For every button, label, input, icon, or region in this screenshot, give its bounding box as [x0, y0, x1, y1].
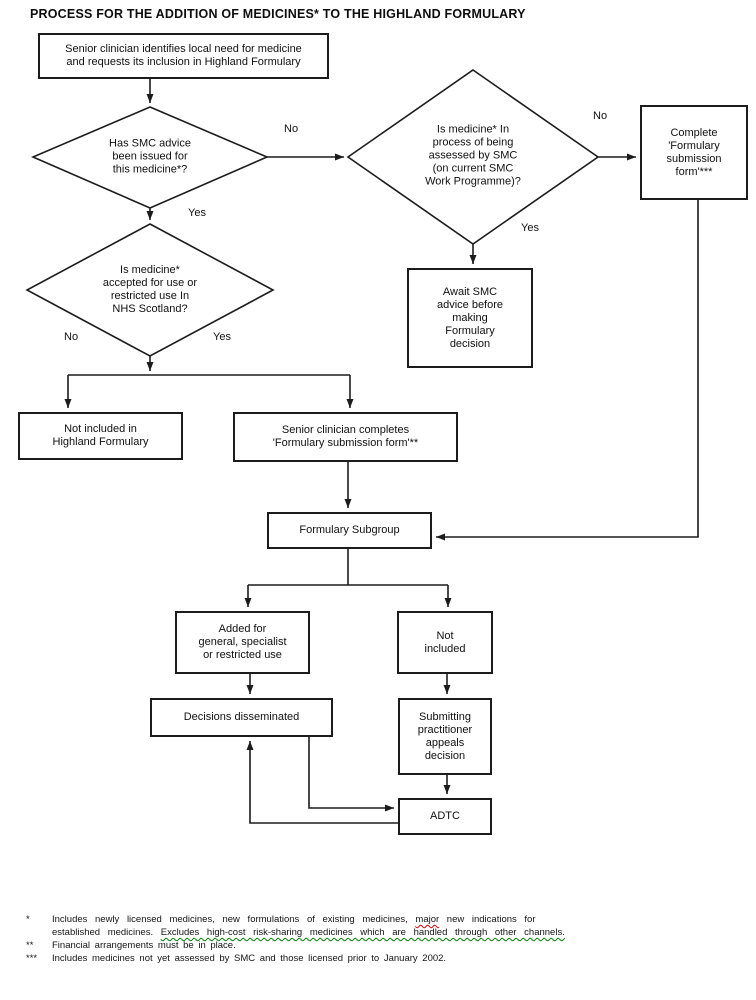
footnote-2-marker: **	[26, 940, 34, 951]
text-line: Senior clinician completes	[281, 424, 410, 436]
edge-label-d2-yes: Yes	[521, 222, 539, 234]
edge-label-d1-yes: Yes	[188, 207, 206, 219]
footnote-3-text: Includes medicines not yet assessed by S…	[52, 953, 447, 964]
text-line: Is medicine* In	[436, 123, 510, 136]
text-line: 'Formulary submission form'**	[272, 437, 419, 449]
edge-decisions-to-adtc	[308, 737, 394, 812]
footnote-1-line1: Includes newly licensed medicines, new f…	[52, 914, 536, 925]
text-line: 'Formulary	[668, 139, 720, 152]
footnote-1-text: Includes newly licensed medicines, new f…	[52, 913, 686, 939]
footnote-1-line2-a: established medicines.	[52, 927, 161, 938]
edge-label-d3-no: No	[64, 331, 79, 343]
node-start: Senior clinician identifies local need f…	[38, 33, 329, 79]
text-line: Work Programme)?	[425, 175, 521, 188]
node-formulary-subgroup: Formulary Subgroup	[267, 512, 432, 549]
edge-adtc-to-decisions	[246, 741, 398, 824]
text-line: assessed by SMC	[428, 149, 518, 162]
page-title: PROCESS FOR THE ADDITION OF MEDICINES* T…	[30, 7, 526, 21]
text-line: and requests its inclusion in Highland F…	[66, 56, 301, 68]
text-line: submission	[666, 152, 722, 165]
text-line: accepted for use or	[102, 277, 198, 289]
text-line: Decisions disseminated	[183, 711, 300, 723]
edge-label-d1-no: No	[284, 123, 299, 135]
text-line: (on current SMC	[432, 162, 514, 175]
text-line: advice before	[436, 298, 504, 311]
footnote-3: *** Includes medicines not yet assessed …	[26, 952, 686, 965]
text-line: been issued for	[112, 150, 188, 163]
text-line: Not included in	[64, 423, 137, 435]
text-line: general, specialist	[198, 636, 287, 648]
edge-complete-to-subgroup	[436, 200, 699, 541]
text-line: Not	[436, 629, 454, 642]
text-line: Is medicine*	[120, 264, 180, 276]
text-line: Complete	[670, 126, 718, 139]
text-line: NHS Scotland?	[112, 303, 188, 315]
text-line: making	[452, 311, 488, 324]
footnotes: * Includes newly licensed medicines, new…	[26, 913, 686, 965]
text-line: form'***	[675, 165, 713, 178]
text-line: practitioner	[417, 723, 473, 736]
text-line: appeals	[425, 736, 465, 749]
footnote-1-marker: *	[26, 914, 30, 925]
text-line: or restricted use	[203, 649, 282, 661]
footnote-3-marker: ***	[26, 953, 38, 964]
footnote-1-line1-a: Includes newly licensed medicines, new f…	[52, 914, 416, 925]
edge-label-d2-no: No	[593, 110, 608, 122]
footnote-1-line1-b: new indications for	[439, 914, 536, 925]
text-line: Formulary	[445, 324, 495, 337]
footnote-2: ** Financial arrangements must be in pla…	[26, 939, 686, 952]
footnote-1: * Includes newly licensed medicines, new…	[26, 913, 686, 939]
text-line: Await SMC	[442, 285, 498, 298]
text-line: this medicine*?	[112, 163, 188, 176]
footnote-1-misspelling: major	[415, 914, 440, 925]
node-decisions-disseminated: Decisions disseminated	[150, 698, 333, 737]
text-line: Has SMC advice	[109, 137, 191, 150]
text-line: Highland Formulary	[52, 436, 149, 448]
footnote-1-line2: established medicines. Excludes high-cos…	[52, 927, 565, 938]
text-line: Submitting	[419, 710, 471, 723]
node-senior-completes: Senior clinician completes'Formulary sub…	[233, 412, 458, 462]
footnote-1-grammar-flag: Excludes high-cost risk-sharing medicine…	[160, 927, 565, 938]
text-line: process of being	[432, 136, 514, 149]
text-line: decision	[449, 337, 491, 350]
text-line: included	[424, 642, 466, 655]
text-line: ADTC	[430, 810, 460, 822]
text-line: decision	[424, 749, 466, 762]
footnote-2-text: Financial arrangements must be in place.	[52, 940, 236, 951]
text-line: Formulary Subgroup	[299, 524, 400, 536]
edge-label-d3-yes: Yes	[213, 331, 231, 343]
text-line: Senior clinician identifies local need f…	[65, 43, 302, 55]
text-line: Added for	[218, 623, 267, 635]
text-line: restricted use In	[110, 290, 190, 302]
node-adtc: ADTC	[398, 798, 492, 835]
